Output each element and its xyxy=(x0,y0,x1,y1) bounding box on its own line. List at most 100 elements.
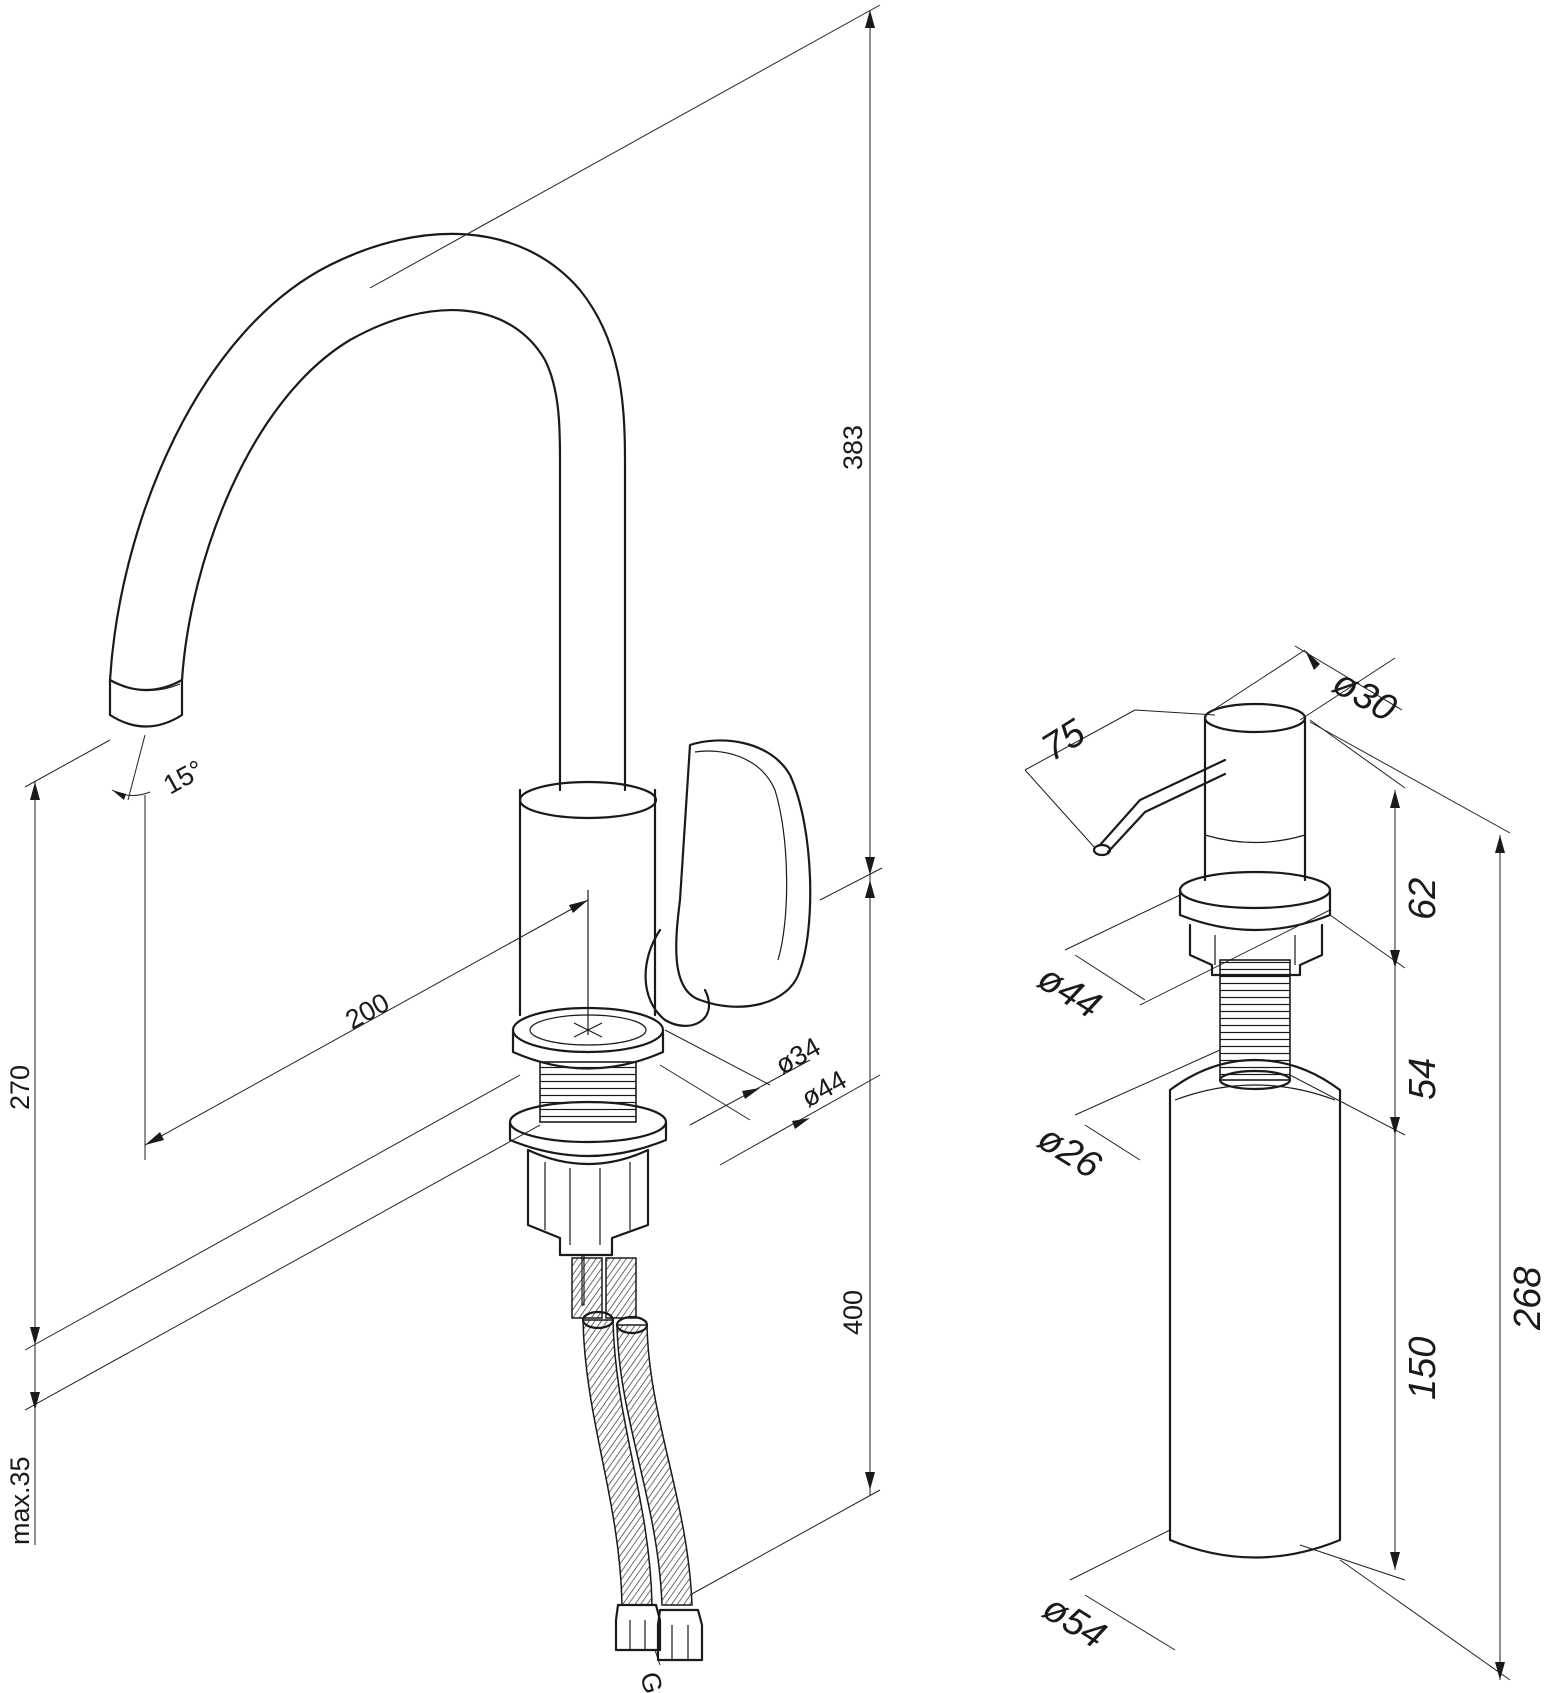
handle-lever xyxy=(675,739,812,1008)
dispenser-nut-faces xyxy=(1214,935,1296,965)
handle-hub xyxy=(644,928,711,1027)
dim-line-75 xyxy=(1024,709,1136,771)
soap-dispenser xyxy=(1092,702,1342,1559)
ext-line-15deg xyxy=(127,734,146,801)
label-400: 400 xyxy=(838,1290,868,1335)
arrow-400-bottom xyxy=(865,1472,875,1490)
arrow-383-top xyxy=(865,10,875,28)
dispenser-dimensions xyxy=(1024,645,1511,1681)
center-mark xyxy=(573,890,603,1038)
label-dia44-dispenser: ø44 xyxy=(1030,957,1108,1027)
arrow-stack-bottom xyxy=(1390,1552,1400,1570)
ext-line-dia44 xyxy=(659,1064,751,1121)
spout-outer-curve xyxy=(108,232,627,792)
label-dia34: ø34 xyxy=(770,1031,825,1080)
label-75: 75 xyxy=(1035,711,1094,769)
hose-upper-a xyxy=(571,1257,603,1319)
ext-line-max35 xyxy=(24,1124,541,1411)
body-top-ellipse xyxy=(518,780,658,820)
label-62: 62 xyxy=(1402,878,1444,920)
label-270: 270 xyxy=(5,1065,35,1110)
ext-line-268-top xyxy=(1309,721,1511,834)
hose-lower-b xyxy=(616,1324,693,1606)
pump-head-body xyxy=(1203,716,1307,882)
ext-line-268-bottom xyxy=(1339,1559,1511,1681)
ext-line-400-bottom xyxy=(689,1489,881,1596)
ext-line-dia44-right xyxy=(1139,909,1331,1006)
label-200: 200 xyxy=(340,987,394,1035)
arrow-200-right xyxy=(569,900,588,913)
arrow-270-top xyxy=(30,782,40,800)
dim-line-dia30 xyxy=(1294,645,1403,711)
ext-line-stack-150 xyxy=(1299,1544,1406,1581)
arrow-max35 xyxy=(30,1392,40,1410)
ext-line-stack-54 xyxy=(1289,1074,1406,1136)
dim-line-dia44-b xyxy=(1074,954,1146,1001)
label-15deg: 15° xyxy=(158,754,208,800)
arrow-268-bottom xyxy=(1495,1662,1505,1680)
arrow-270-bottom xyxy=(30,1327,40,1345)
label-383: 383 xyxy=(838,425,868,470)
label-54: 54 xyxy=(1402,1058,1444,1100)
bottle-shoulder xyxy=(1174,1084,1336,1101)
dispenser-flange-side xyxy=(1178,888,1332,932)
ext-line-dia34 xyxy=(664,1029,771,1086)
ext-line-stack-62 xyxy=(1329,914,1406,969)
ext-line-dia54-left xyxy=(1069,1529,1171,1581)
spout-tip-band xyxy=(113,681,181,692)
label-dia26: ø26 xyxy=(1030,1117,1109,1188)
faucet-dimensions xyxy=(24,4,883,1666)
faucet-body xyxy=(108,232,812,1662)
bottle-body xyxy=(1168,1058,1342,1559)
dim-line-dia26 xyxy=(1084,1124,1141,1161)
ext-line-270-bottom xyxy=(24,1074,521,1351)
label-268: 268 xyxy=(1507,1267,1549,1331)
dim-line-200 xyxy=(144,899,589,1146)
arrow-15deg-a xyxy=(112,790,126,800)
arrow-dia30 xyxy=(1305,650,1320,670)
arrow-383-bottom xyxy=(865,857,875,875)
arrow-400-top xyxy=(865,880,875,898)
mounting-nut xyxy=(526,1148,650,1257)
arrow-stack-top xyxy=(1390,790,1400,808)
ext-line-dia44-left xyxy=(1064,894,1181,951)
hose-fitting-b xyxy=(656,1608,704,1662)
arrow-stack-62 xyxy=(1390,950,1400,968)
arrow-dia34 xyxy=(742,1088,760,1099)
mounting-nut-ribs xyxy=(544,1162,631,1245)
ext-line-dia26 xyxy=(1074,1049,1221,1116)
threaded-shank xyxy=(539,1061,637,1123)
hose-upper-b xyxy=(605,1257,637,1319)
ext-line-75-left xyxy=(1024,769,1096,849)
dispenser-shank-bottom xyxy=(1218,1069,1292,1091)
pump-head-top xyxy=(1203,702,1307,734)
arrow-200-left xyxy=(145,1132,164,1145)
label-max35: max.35 xyxy=(5,1456,35,1545)
ext-line-dia30-right xyxy=(1299,657,1396,721)
pump-head-band xyxy=(1204,834,1306,844)
ext-line-dia30-left xyxy=(1209,649,1306,713)
label-150: 150 xyxy=(1402,1337,1444,1400)
ext-line-270-top xyxy=(24,739,111,788)
dispenser-flange xyxy=(1178,870,1332,910)
ext-line-383-bottom xyxy=(819,867,883,901)
mounting-washer-side xyxy=(508,1120,668,1158)
arrow-268-top xyxy=(1495,835,1505,853)
dim-line-dia54 xyxy=(1084,1594,1176,1651)
pump-nozzle xyxy=(1098,758,1227,854)
body-cylinder xyxy=(518,788,657,1017)
pump-nozzle-tip xyxy=(1092,843,1112,857)
ext-line-383-top xyxy=(369,4,881,289)
label-dia54: ø54 xyxy=(1035,1587,1113,1657)
handle-lever-edge xyxy=(694,750,788,961)
arrow-stack-54 xyxy=(1390,1117,1400,1135)
spout-inner-curve xyxy=(180,308,562,792)
hose-fitting-hex-lines xyxy=(629,1620,689,1660)
ext-line-75-right xyxy=(1134,709,1216,716)
label-dia44: ø44 xyxy=(796,1064,851,1113)
arrow-dia44 xyxy=(792,1118,810,1129)
leader-g38 xyxy=(654,1649,661,1666)
label-g38: G3/8 xyxy=(634,1669,678,1693)
